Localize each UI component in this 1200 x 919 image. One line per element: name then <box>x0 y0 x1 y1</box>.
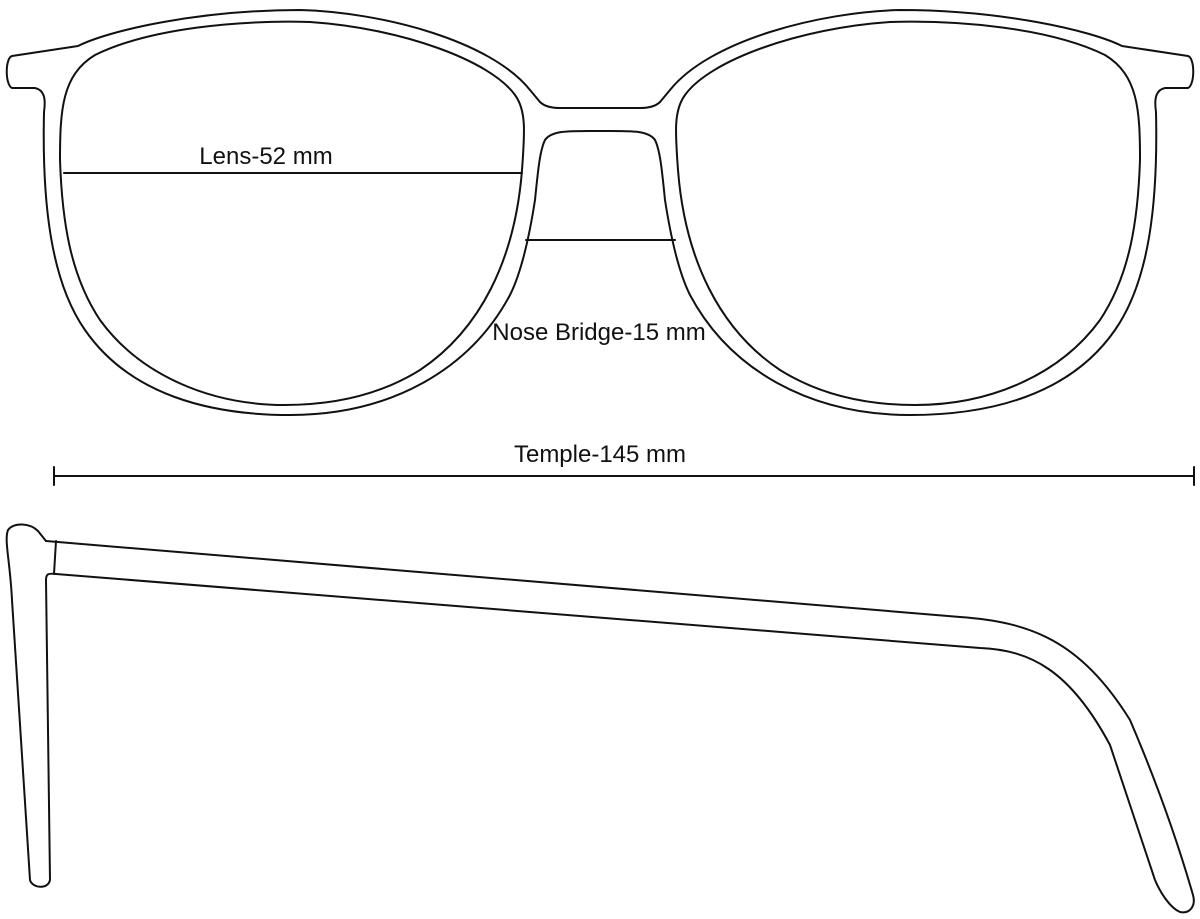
frame-front-view <box>5 9 1195 416</box>
hinge-seam <box>53 540 57 575</box>
temple-label: Temple-145 mm <box>514 441 686 468</box>
frame-outer-outline <box>5 9 1195 416</box>
left-lens <box>59 20 525 406</box>
temple-arm <box>45 540 1195 914</box>
lens-label: Lens-52 mm <box>199 143 332 170</box>
nose-bridge-label: Nose Bridge-15 mm <box>492 319 705 346</box>
temple-arm-side-view <box>5 523 1195 914</box>
right-lens <box>675 20 1141 406</box>
hinge-piece <box>5 523 57 888</box>
temple-measure-line <box>53 466 1195 486</box>
